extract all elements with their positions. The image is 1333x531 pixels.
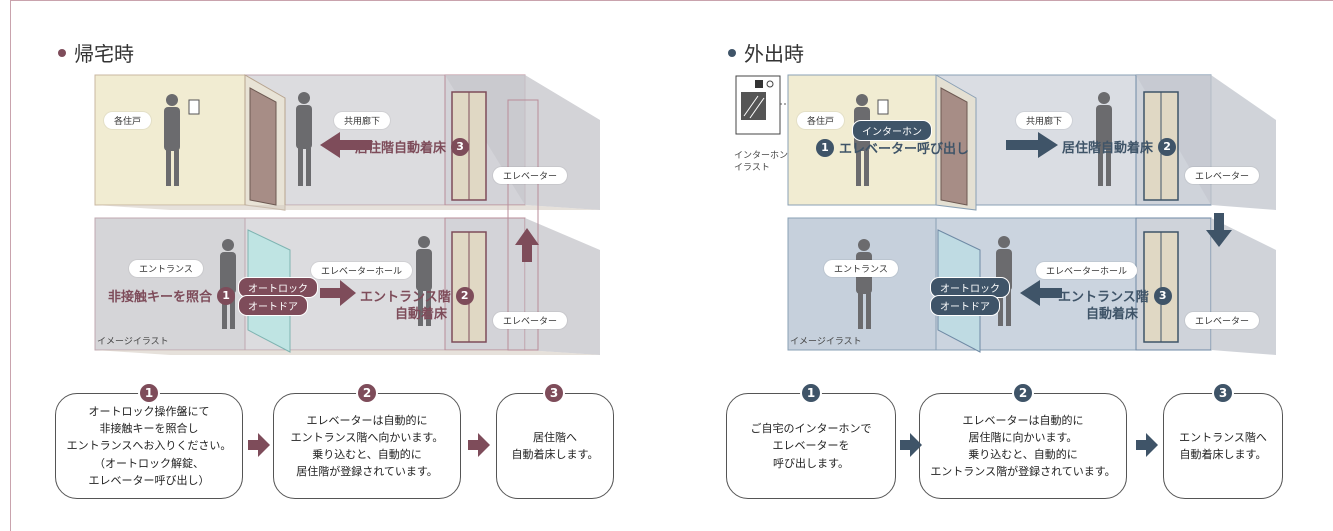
home-callout-3: 居住階自動着床 3 [355, 137, 470, 156]
home-step-1-line: （オートロック解錠、 [94, 456, 204, 470]
out-step-3: エントランス階へ 自動着床します。 [1163, 393, 1283, 499]
out-step-1-line: ご自宅のインターホンで [750, 422, 872, 436]
out-callout-3b-text: 自動着床 [1086, 307, 1139, 322]
home-title: 帰宅時 [74, 42, 134, 66]
out-label-elevator-hall: エレベーターホール [1036, 262, 1138, 279]
out-tag-intercom: インターホン [852, 120, 932, 141]
out-step-3-line: エントランス階へ [1179, 430, 1267, 444]
home-label-entrance: エントランス [129, 260, 203, 277]
out-step-2-line: 居住階に向かいます。 [968, 430, 1078, 444]
home-tag-autodoor: オートドア [238, 295, 308, 316]
bullet-dot-icon [58, 48, 66, 57]
home-label-corridor: 共用廊下 [334, 112, 391, 129]
out-callout-1-text: エレベーター呼び出し [839, 142, 970, 157]
home-step-2: エレベーターは自動的に エントランス階へ向かいます。 乗り込むと、自動的に 居住… [273, 393, 461, 499]
out-callout-1: 1 エレベーター呼び出し [816, 138, 969, 157]
out-title: 外出時 [744, 42, 804, 66]
flow-arrow-icon [900, 433, 922, 457]
home-step-1-line: 非接触キーを照合し [99, 422, 199, 436]
home-step-3-number: 3 [543, 382, 565, 404]
flow-arrow-icon [1136, 433, 1158, 457]
home-callout-1-text: 非接触キーを照合 [108, 290, 213, 305]
home-step-3: 居住階へ 自動着床します。 [496, 393, 614, 499]
out-step-2-line: 乗り込むと、自動的に [968, 448, 1078, 461]
home-callout-2-number: 2 [455, 286, 474, 305]
out-intercom-caption-2: イラスト [734, 163, 770, 173]
out-callout-2: 居住階自動着床 2 [1062, 137, 1177, 156]
out-step-2-number: 2 [1012, 382, 1034, 404]
home-step-2-line: エントランス階へ向かいます。 [290, 430, 444, 444]
out-image-caption: イメージイラスト [790, 337, 862, 347]
home-building-illustration [94, 74, 600, 355]
home-callout-2b: 自動着床 [395, 303, 447, 322]
out-callout-2-text: 居住階自動着床 [1062, 141, 1154, 156]
home-callout-1-number: 1 [217, 286, 236, 305]
out-intercom-caption-1: インターホン [734, 151, 789, 161]
out-callout-1-number: 1 [816, 138, 834, 157]
home-label-elevator-top: エレベーター [493, 167, 568, 184]
out-label-entrance: エントランス [824, 260, 898, 277]
home-step-3-line: 自動着床します。 [511, 448, 599, 461]
home-callout-2: エントランス階 2 [360, 286, 474, 305]
out-step-1-line: エレベーターを [772, 439, 850, 453]
out-callout-3: エントランス階 3 [1058, 286, 1172, 305]
home-step-2-line: エレベーターは自動的に [306, 413, 428, 427]
home-step-3-line: 居住階へ [533, 430, 577, 444]
out-callout-2-number: 2 [1158, 137, 1177, 156]
flow-arrow-icon [468, 433, 490, 457]
out-step-1: ご自宅のインターホンで エレベーターを 呼び出します。 [726, 393, 896, 499]
home-callout-1: 非接触キーを照合 1 [108, 286, 236, 305]
out-step-3-line: 自動着床します。 [1179, 448, 1267, 461]
out-step-2: エレベーターは自動的に 居住階に向かいます。 乗り込むと、自動的に エントランス… [919, 393, 1127, 499]
out-step-1-number: 1 [800, 382, 822, 404]
out-step-2-line: エントランス階が登録されています。 [930, 465, 1116, 479]
home-flow-arrows [248, 433, 490, 457]
home-step-2-number: 2 [356, 382, 378, 404]
out-callout-3b: 自動着床 [1086, 303, 1138, 322]
out-label-elevator-bottom: エレベーター [1185, 312, 1260, 329]
home-step-1-line: オートロック操作盤にて [88, 405, 210, 419]
home-callout-3-text: 居住階自動着床 [355, 141, 447, 156]
home-step-1: オートロック操作盤にて 非接触キーを照合し エントランスへお入りください。 （オ… [55, 393, 243, 499]
home-step-2-line: 居住階が登録されています。 [296, 465, 438, 479]
home-image-caption: イメージイラスト [97, 337, 169, 347]
home-step-1-line: エントランスへお入りください。 [66, 439, 232, 453]
home-callout-2-text: エントランス階 [360, 290, 451, 305]
home-step-2-line: 乗り込むと、自動的に [312, 448, 422, 461]
home-step-1-number: 1 [138, 382, 160, 404]
out-step-2-line: エレベーターは自動的に [962, 413, 1084, 427]
home-panel: 帰宅時 [0, 0, 666, 531]
out-tag-autodoor: オートドア [930, 295, 1000, 316]
out-label-elevator-top: エレベーター [1185, 167, 1260, 184]
home-label-elevator-hall: エレベーターホール [311, 262, 413, 279]
out-step-1-line: 呼び出します。 [773, 456, 849, 470]
out-heading: 外出時 [728, 38, 804, 67]
home-callout-2b-text: 自動着床 [395, 307, 448, 322]
out-label-unit: 各住戸 [797, 112, 845, 129]
out-label-corridor: 共用廊下 [1016, 112, 1073, 129]
home-callout-3-number: 3 [451, 137, 470, 156]
out-flow-arrows [900, 433, 1158, 457]
home-label-elevator-bottom: エレベーター [493, 312, 568, 329]
home-heading: 帰宅時 [58, 38, 134, 67]
flow-arrow-icon [248, 433, 270, 457]
out-callout-3-text: エントランス階 [1058, 290, 1149, 305]
out-panel: 外出時 [666, 0, 1332, 531]
out-callout-3-number: 3 [1153, 286, 1172, 305]
outer-frame [10, 0, 1333, 531]
out-step-3-number: 3 [1212, 382, 1234, 404]
bullet-dot-icon [728, 48, 736, 57]
home-step-1-line: エレベーター呼び出し） [88, 473, 210, 487]
home-label-unit: 各住戸 [104, 112, 152, 129]
